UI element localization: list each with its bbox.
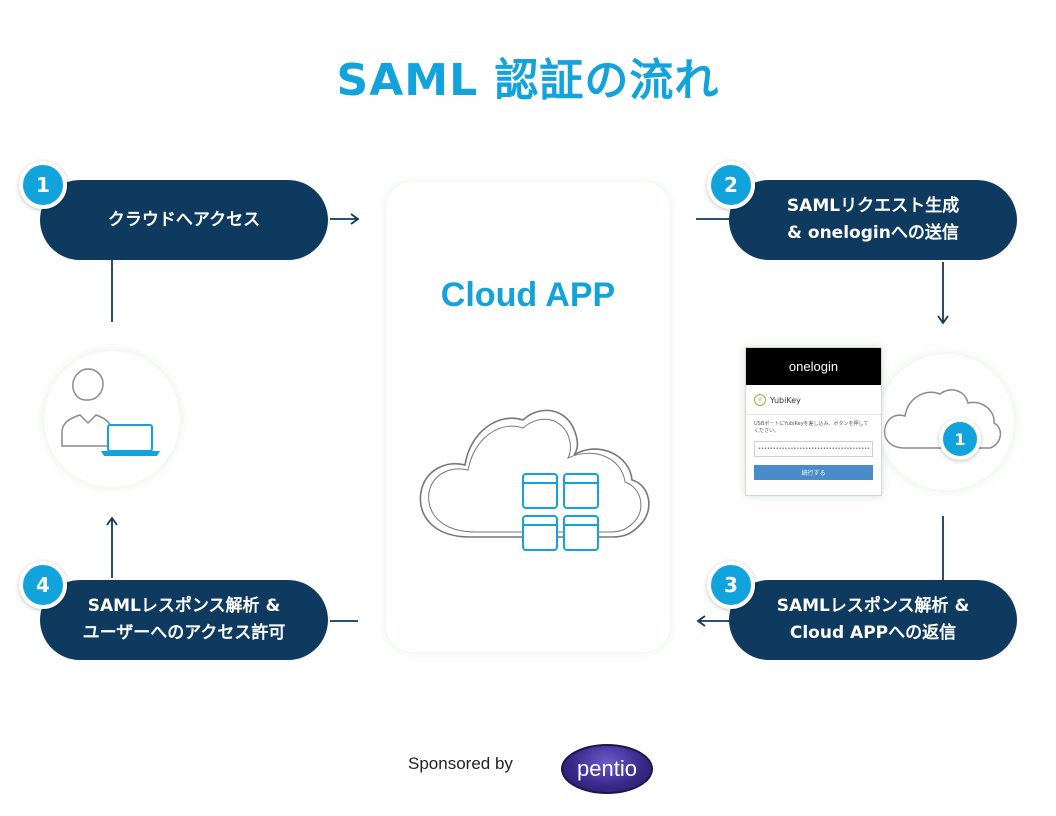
step-2-label-line-2: & oneloginへの送信 [787,223,959,243]
laptop-icon [101,424,160,456]
step-4-label-line-1: SAMLレスポンス解析 & [87,596,281,616]
step-2-badge: 2 [707,161,755,209]
onelogin-header: onelogin [746,348,881,385]
cloud-app-title: Cloud APP [440,276,616,314]
step-1-pill: クラウドへアクセス [40,180,328,260]
step-3-badge: 3 [707,561,755,609]
onelogin-login-panel: onelogin Y YubiKey USBポートにYubiKeyを差し込み、ボ… [745,347,882,496]
page-title: SAML 認証の流れ [336,55,720,106]
step-2-label-line-1: SAMLリクエスト生成 [786,196,960,216]
user-circle [44,351,180,487]
step-4-label-line-2: ユーザーへのアクセス許可 [82,623,286,643]
step-3-label-line-2: Cloud APPへの返信 [789,623,957,643]
pentio-logo: pentio [561,744,653,794]
step-4-badge: 4 [19,561,67,609]
otp-input[interactable]: •••••••••••••••••••••••••••••••••••••• [754,441,873,457]
app-grid-icon [522,473,599,551]
step-3-pill: SAMLレスポンス解析 & Cloud APPへの返信 [729,580,1017,660]
step-2-pill: SAMLリクエスト生成 & oneloginへの送信 [729,180,1017,260]
idp-step-badge: 1 [939,418,981,460]
continue-button[interactable]: 続行する [754,465,873,480]
step-1-badge: 1 [19,161,67,209]
step-3-label-line-1: SAMLレスポンス解析 & [776,596,970,616]
yubikey-label: YubiKey [770,395,801,405]
step-1-label: クラウドへアクセス [107,209,261,230]
login-hint-text: USBポートにYubiKeyを差し込み、ボタンを押してください。 [746,414,881,435]
step-4-pill: SAMLレスポンス解析 & ユーザーへのアクセス許可 [40,580,328,660]
sponsored-by-label: Sponsored by [408,754,513,773]
yubikey-icon: Y [754,394,766,406]
